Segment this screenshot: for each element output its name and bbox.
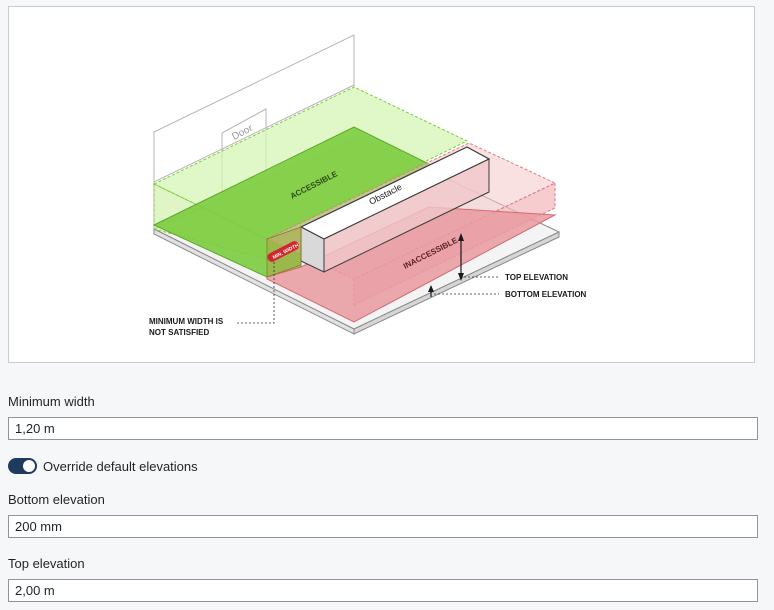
override-elevations-label: Override default elevations [43,458,198,474]
minimum-width-input[interactable] [8,417,758,440]
top-elevation-label: TOP ELEVATION [505,273,568,282]
override-elevations-toggle[interactable] [8,458,37,474]
min-width-note-line2: NOT SATISFIED [149,328,210,337]
bottom-elevation-label: Bottom elevation [8,492,105,507]
inaccessible-floor-zone [266,206,557,323]
bottom-elevation-label: BOTTOM ELEVATION [505,290,587,299]
top-elevation-label: Top elevation [8,556,85,571]
top-elevation-input[interactable] [8,579,758,602]
min-width-leader [237,262,275,324]
obstacle-side [323,158,490,273]
bottom-elevation-arrowhead [428,285,434,292]
minimum-width-label: Minimum width [8,394,95,409]
top-elevation-arrowhead [458,233,464,241]
accessibility-diagram: Door ACCESSIBLE Obstacle INACCESSIBLE MI… [149,34,587,337]
min-width-tag [267,241,300,262]
floor-slab-edge-right [353,231,560,335]
toggle-knob [23,460,35,472]
accessibility-illustration: Door ACCESSIBLE Obstacle INACCESSIBLE MI… [8,6,755,363]
min-width-note-line1: MINIMUM WIDTH IS [149,317,224,326]
bottom-elevation-input[interactable] [8,515,758,538]
override-elevations-row[interactable]: Override default elevations [8,456,198,476]
top-elevation-arrowhead-low [458,273,464,281]
